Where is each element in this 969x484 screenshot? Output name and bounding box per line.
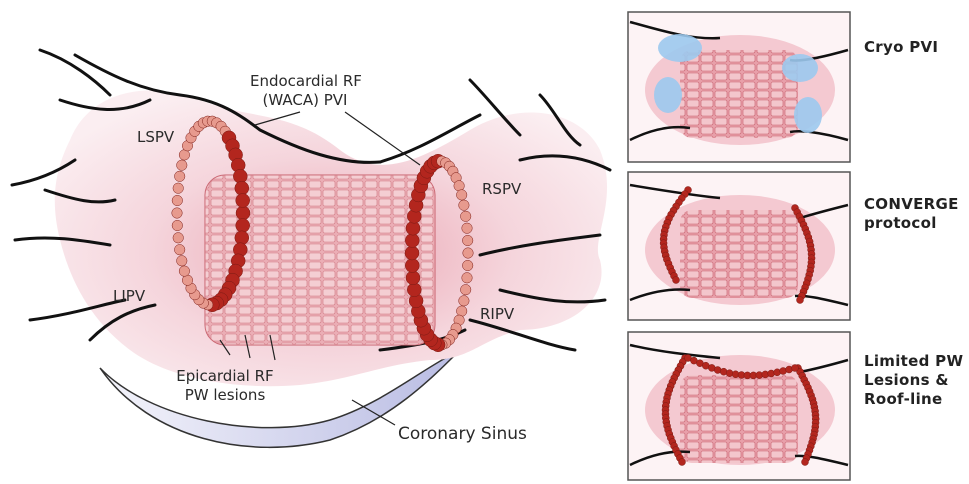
lesion-dot bbox=[462, 235, 473, 246]
panel-title-limited-pw: Limited PW Lesions & Roof-line bbox=[864, 352, 963, 409]
lesion-dot bbox=[174, 171, 185, 182]
cryo-balloon-rsup bbox=[782, 54, 818, 82]
cryo-balloon-lsup bbox=[658, 34, 702, 62]
panel-cryo-pvi bbox=[628, 12, 850, 162]
label-endocardial-line1: Endocardial RF bbox=[250, 72, 360, 91]
lesion-dot bbox=[792, 365, 799, 372]
label-lipv: LIPV bbox=[113, 287, 145, 306]
panel-limited-pw bbox=[628, 332, 850, 480]
lesion-dot bbox=[802, 459, 809, 466]
lesion-dot bbox=[236, 194, 250, 208]
panel-title-cryo-pvi: Cryo PVI bbox=[864, 38, 938, 57]
lesion-dot bbox=[673, 277, 680, 284]
lesion-dot bbox=[177, 160, 188, 171]
lesion-dot bbox=[456, 306, 467, 317]
label-epicardial-rf: Epicardial RF PW lesions bbox=[165, 367, 285, 405]
lesion-dot bbox=[235, 181, 249, 195]
lesion-dot bbox=[462, 273, 473, 284]
label-coronary-sinus: Coronary Sinus bbox=[398, 425, 527, 444]
panel-title-converge: CONVERGE protocol bbox=[864, 195, 959, 233]
label-ripv: RIPV bbox=[480, 305, 514, 324]
lesion-dot bbox=[797, 297, 804, 304]
lesion-dot bbox=[172, 220, 183, 231]
label-lspv: LSPV bbox=[137, 128, 174, 147]
label-endocardial-rf: Endocardial RF (WACA) PVI bbox=[250, 72, 360, 110]
lesion-dot bbox=[463, 248, 474, 259]
lesion-dot bbox=[460, 211, 471, 222]
lesion-dot bbox=[172, 195, 183, 206]
lesion-dot bbox=[405, 259, 419, 273]
lesion-dot bbox=[405, 246, 419, 260]
label-epicardial-line2: PW lesions bbox=[165, 386, 285, 405]
lesion-dot bbox=[179, 266, 190, 277]
label-endocardial-line2: (WACA) PVI bbox=[250, 91, 360, 110]
cryo-balloon-linf bbox=[654, 77, 682, 113]
lesion-dot bbox=[177, 256, 188, 267]
lesion-dot bbox=[462, 260, 473, 271]
lesion-dot bbox=[236, 219, 250, 233]
lesion-dot bbox=[236, 206, 250, 220]
lesion-dot bbox=[679, 459, 686, 466]
label-epicardial-line1: Epicardial RF bbox=[165, 367, 285, 386]
panel-converge bbox=[628, 172, 850, 320]
label-rspv: RSPV bbox=[482, 180, 521, 199]
lesion-dot bbox=[173, 183, 184, 194]
lesion-dot bbox=[462, 223, 473, 234]
lesion-dot bbox=[405, 234, 419, 248]
lesion-dot bbox=[406, 271, 420, 285]
lesion-dot bbox=[459, 200, 470, 211]
cryo-balloon-rinf bbox=[794, 97, 822, 133]
lesion-dot bbox=[456, 190, 467, 201]
lesion-dot bbox=[173, 233, 184, 244]
lesion-dot bbox=[172, 208, 183, 219]
lesion-dot bbox=[460, 284, 471, 295]
lesion-dot bbox=[174, 244, 185, 255]
lesion-dot bbox=[454, 181, 465, 192]
lesion-dot bbox=[459, 296, 470, 307]
